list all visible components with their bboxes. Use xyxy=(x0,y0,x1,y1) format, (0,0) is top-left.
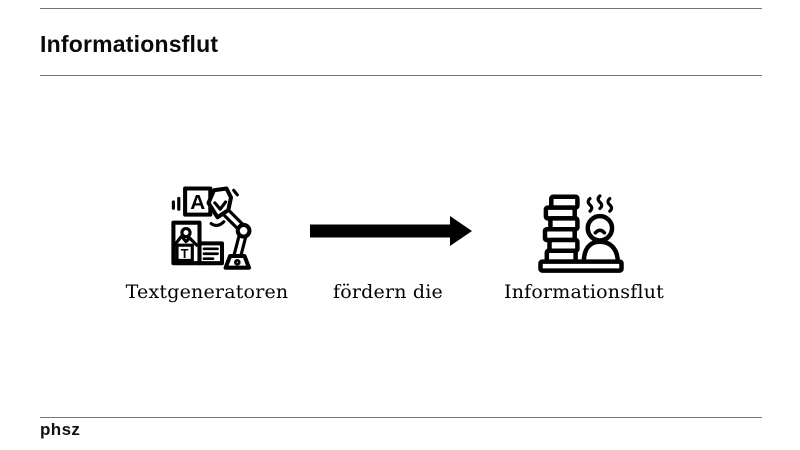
header-divider-line xyxy=(40,75,762,76)
top-divider-line xyxy=(40,8,762,9)
icon-letter-t: T xyxy=(181,247,189,261)
text-generator-robot-icon: A xyxy=(168,184,258,274)
icon-letter-a: A xyxy=(190,191,205,214)
object-label: Informationsflut xyxy=(504,281,664,303)
subject-label: Textgeneratoren xyxy=(125,281,289,303)
information-overload-icon xyxy=(536,186,626,276)
relation-label: fördern die xyxy=(332,281,443,303)
page-title: Informationsflut xyxy=(40,31,219,58)
footer-divider-line xyxy=(40,417,762,418)
arrow-right-icon xyxy=(310,216,472,246)
phsz-logo: phsz xyxy=(40,420,81,439)
